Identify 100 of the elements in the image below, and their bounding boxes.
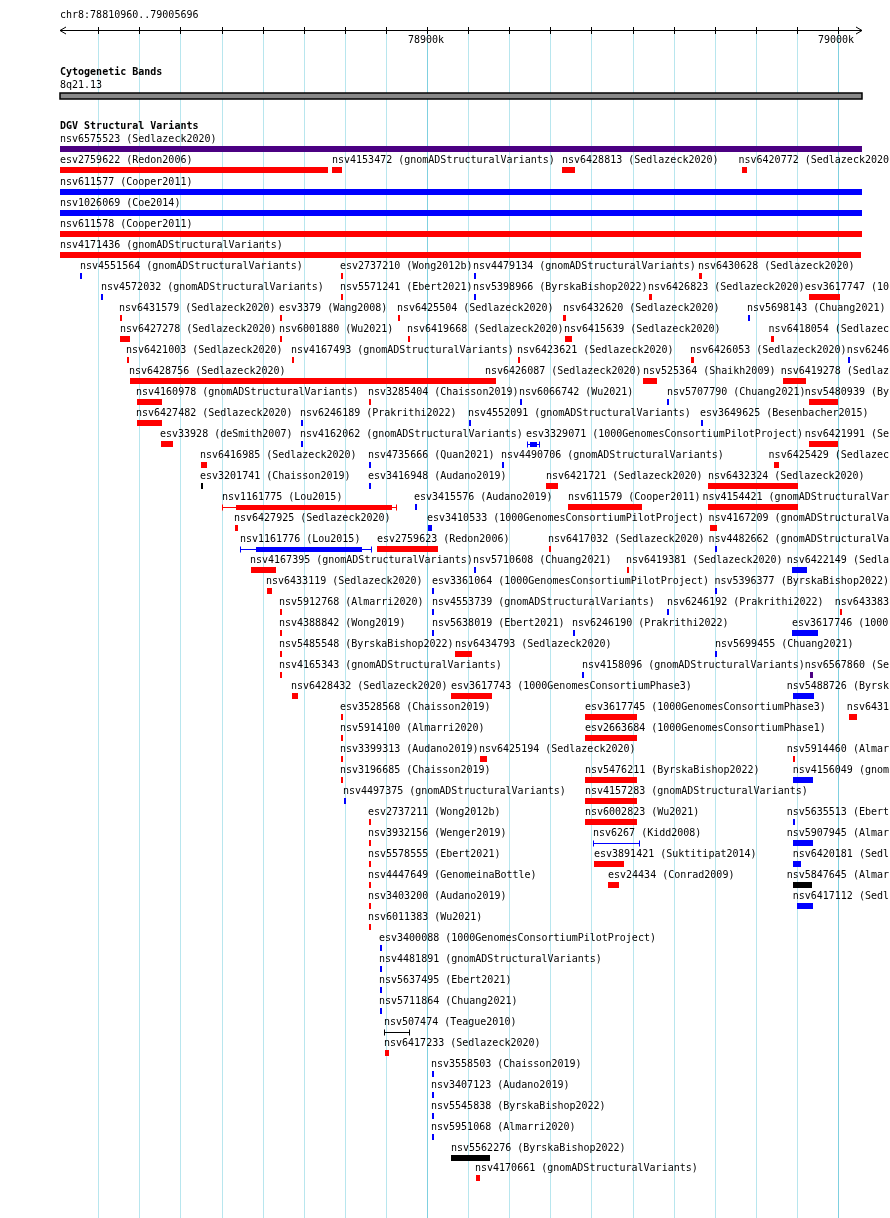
- variant-label: nsv5847645 (Almar: [786, 869, 889, 881]
- variant-label: nsv5914100 (Almarri2020): [340, 722, 485, 734]
- variant-label: nsv4162062 (gnomADStructuralVariants): [300, 428, 523, 440]
- variant-label: nsv6432324 (Sedlazeck2020): [708, 470, 865, 482]
- variant-label: nsv6416985 (Sedlazeck2020): [200, 449, 357, 461]
- variant-label: esv2759623 (Redon2006): [377, 533, 510, 545]
- variant-label: esv3649625 (Besenbacher2015): [700, 407, 869, 419]
- variant-label: nsv5480939 (By: [804, 386, 889, 398]
- variant-label: nsv6417032 (Sedlazeck2020): [548, 533, 705, 545]
- variant-label: nsv5488726 (Byrsk: [786, 680, 889, 692]
- variant-label: nsv3932156 (Wenger2019): [368, 827, 507, 839]
- variant-label: nsv5578555 (Ebert2021): [368, 848, 501, 860]
- variant-label: esv33928 (deSmith2007): [160, 428, 293, 440]
- track-title: DGV Structural Variants: [60, 120, 199, 132]
- variant-label: esv2663684 (1000GenomesConsortiumPhase1): [585, 722, 826, 734]
- variant-label: nsv5476211 (ByrskaBishop2022): [585, 764, 760, 776]
- variant-label: nsv4497375 (gnomADStructuralVariants): [343, 785, 566, 797]
- variant-label: nsv4160978 (gnomADStructuralVariants): [136, 386, 359, 398]
- variant-label: esv3400088 (1000GenomesConsortiumPilotProject): [379, 932, 656, 944]
- variant-label: nsv6246192 (Prakrithi2022): [667, 596, 824, 608]
- variant-label: nsv5914460 (Almar: [786, 743, 889, 755]
- variant-label: esv3891421 (Suktitipat2014): [594, 848, 757, 860]
- variant-label: nsv5710608 (Chuang2021): [473, 554, 612, 566]
- variant-label: nsv611578 (Cooper2011): [60, 218, 193, 230]
- variant-label: esv3329071 (1000GenomesConsortiumPilotProject): [526, 428, 803, 440]
- variant-label: esv3617746 (1000: [792, 617, 889, 629]
- variant-label: esv3361064 (1000GenomesConsortiumPilotProject): [432, 575, 709, 587]
- variant-label: nsv5638019 (Ebert2021): [432, 617, 565, 629]
- variant-label: nsv525364 (Shaikh2009): [643, 365, 776, 377]
- variant-label: nsv6422149 (Sedla: [786, 554, 889, 566]
- variant-label: nsv6421991 (Se: [804, 428, 889, 440]
- variant-label: nsv5711864 (Chuang2021): [379, 995, 518, 1007]
- variant-label: nsv6417233 (Sedlazeck2020): [384, 1037, 541, 1049]
- variant-label: esv3617747 (10: [804, 281, 889, 293]
- variant-label: esv3379 (Wang2008): [279, 302, 388, 314]
- variant-label: nsv4572032 (gnomADStructuralVariants): [101, 281, 324, 293]
- variant-label: nsv4153472 (gnomADStructuralVariants): [332, 154, 555, 166]
- variant-label: nsv6426053 (Sedlazeck2020): [690, 344, 847, 356]
- variant-label: nsv5545838 (ByrskaBishop2022): [431, 1100, 606, 1112]
- variant-label: nsv6001880 (Wu2021): [279, 323, 394, 335]
- variant-label: nsv4552091 (gnomADStructuralVariants): [468, 407, 691, 419]
- variant-label: nsv5912768 (Almarri2020): [279, 596, 424, 608]
- variant-label: nsv643383: [834, 596, 889, 608]
- variant-label: nsv6420772 (Sedlazeck2020: [738, 154, 889, 166]
- variant-label: nsv4447649 (GenomeinaBottle): [368, 869, 537, 881]
- variant-label: nsv5707790 (Chuang2021): [667, 386, 806, 398]
- variant-label: nsv6434793 (Sedlazeck2020): [455, 638, 612, 650]
- axis-tick-label: 78900k: [408, 34, 445, 46]
- variant-label: nsv1161776 (Lou2015): [240, 533, 361, 545]
- variant-label: nsv6415639 (Sedlazeck2020): [564, 323, 721, 335]
- variant-label: nsv6419278 (Sedlaz: [780, 365, 889, 377]
- variant-label: nsv6425429 (Sedlazec: [768, 449, 889, 461]
- variant-label: nsv6002823 (Wu2021): [585, 806, 700, 818]
- variant-label: nsv6421003 (Sedlazeck2020): [126, 344, 283, 356]
- variant-label: nsv3558503 (Chaisson2019): [431, 1058, 582, 1070]
- variant-label: nsv3399313 (Audano2019): [340, 743, 479, 755]
- variant-label: nsv6421721 (Sedlazeck2020): [546, 470, 703, 482]
- variant-label: esv3528568 (Chaisson2019): [340, 701, 491, 713]
- variant-label: nsv4553739 (gnomADStructuralVariants): [432, 596, 655, 608]
- variant-label: nsv6425504 (Sedlazeck2020): [397, 302, 554, 314]
- variant-label: esv3617745 (1000GenomesConsortiumPhase3): [585, 701, 826, 713]
- variant-label: esv3201741 (Chaisson2019): [200, 470, 351, 482]
- variant-label: nsv6432620 (Sedlazeck2020): [563, 302, 720, 314]
- variant-label: nsv5699455 (Chuang2021): [715, 638, 854, 650]
- variant-label: nsv6428813 (Sedlazeck2020): [562, 154, 719, 166]
- variant-label: nsv5571241 (Ebert2021): [340, 281, 473, 293]
- variant-label: nsv6431: [846, 701, 889, 713]
- variant-label: nsv6419668 (Sedlazeck2020): [407, 323, 564, 335]
- variant-label: nsv3403200 (Audano2019): [368, 890, 507, 902]
- variant-label: nsv3407123 (Audano2019): [431, 1079, 570, 1091]
- variant-label: esv3410533 (1000GenomesConsortiumPilotProject): [427, 512, 704, 524]
- variant-label: nsv4735666 (Quan2021): [368, 449, 495, 461]
- variant-label: nsv5637495 (Ebert2021): [379, 974, 512, 986]
- variant-label: esv2759622 (Redon2006): [60, 154, 193, 166]
- variant-label: esv3416948 (Audano2019): [368, 470, 507, 482]
- variant-label: nsv6428432 (Sedlazeck2020): [291, 680, 448, 692]
- variant-label: nsv6246: [846, 344, 889, 356]
- variant-label: nsv5398966 (ByrskaBishop2022): [473, 281, 648, 293]
- variant-label: nsv6419381 (Sedlazeck2020): [626, 554, 783, 566]
- variant-label: esv2737211 (Wong2012b): [368, 806, 501, 818]
- variant-label: nsv507474 (Teague2010): [384, 1016, 517, 1028]
- variant-label: esv2737210 (Wong2012b): [340, 260, 473, 272]
- variant-label: nsv5485548 (ByrskaBishop2022): [279, 638, 454, 650]
- variant-label: nsv4551564 (gnomADStructuralVariants): [80, 260, 303, 272]
- variant-label: nsv1026069 (Coe2014): [60, 197, 181, 209]
- variant-label: nsv6425194 (Sedlazeck2020): [479, 743, 636, 755]
- variant-label: nsv6426823 (Sedlazeck2020): [648, 281, 805, 293]
- variant-label: nsv4490706 (gnomADStructuralVariants): [501, 449, 724, 461]
- variant-label: esv24434 (Conrad2009): [608, 869, 735, 881]
- variant-label: nsv4154421 (gnomADStructuralVar: [702, 491, 889, 503]
- variant-label: nsv4165343 (gnomADStructuralVariants): [279, 659, 502, 671]
- variant-label: nsv4167493 (gnomADStructuralVariants): [291, 344, 514, 356]
- variant-label: nsv611577 (Cooper2011): [60, 176, 193, 188]
- variant-label: nsv4156049 (gnom: [792, 764, 889, 776]
- cytoband-label: 8q21.13: [60, 79, 103, 91]
- variant-label: nsv6427925 (Sedlazeck2020): [234, 512, 391, 524]
- variant-label: nsv6427278 (Sedlazeck2020): [120, 323, 277, 335]
- variant-label: nsv611579 (Cooper2011): [568, 491, 701, 503]
- variant-label: nsv6066742 (Wu2021): [519, 386, 634, 398]
- variant-label: nsv6420181 (Sedl: [792, 848, 889, 860]
